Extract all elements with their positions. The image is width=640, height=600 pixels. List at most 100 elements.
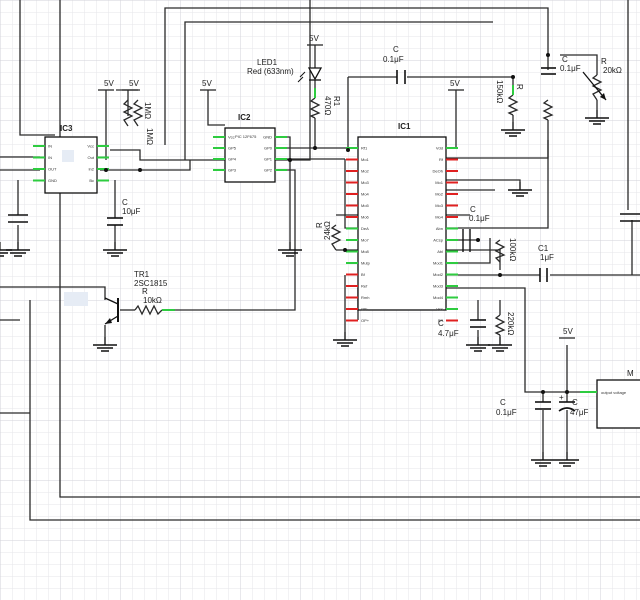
capacitor-01u-pot: C 0.1μF	[541, 55, 581, 75]
ic3-left-pin-label: GND	[48, 178, 57, 183]
ic1-right-pin-label: Rf	[439, 157, 444, 162]
resistor-220k: 220kΩ	[494, 312, 515, 336]
vcc-label: 5V	[309, 34, 319, 43]
r-1m-a-label: 1MΩ	[143, 102, 152, 119]
ic1-left-pin-label: Mo3	[361, 180, 370, 185]
c-ic1-ref-label: C	[470, 205, 476, 214]
ground-symbol	[278, 242, 302, 257]
ic1-left-pin-label: Rf1	[361, 146, 368, 151]
vcc-label: 5V	[563, 327, 573, 336]
ground-symbol	[585, 110, 609, 125]
ic3-right-pin-label: Out	[88, 155, 95, 160]
ic1-pins: Rf1Mo1Mo2Mo3Mo4Mo5Mo6DeAMo7Mo8MutpBfRefR…	[346, 146, 458, 323]
ic1-left-pin-label: Mo8	[361, 249, 370, 254]
ic1-left-pin-label: Mo1	[361, 157, 370, 162]
m-module: M output voltage	[580, 369, 640, 429]
ic2-right-pin-label: GP2	[264, 168, 273, 173]
ic1-right-pin-label: Mo2	[435, 192, 444, 197]
r1-ref-label: R1	[332, 96, 341, 107]
capacitor-01u-bottom: C 0.1μF	[496, 398, 551, 417]
r-150k-ref-label: R	[515, 84, 524, 90]
ic3-left-pin-label: OUT	[48, 167, 57, 172]
ground-symbol	[103, 242, 127, 257]
potentiometer-20k: R 20kΩ	[582, 57, 622, 101]
ic2-part-label: PIC 12F675	[235, 134, 257, 139]
capacitor-01u-top: C 0.1μF	[383, 45, 406, 84]
ic1-left-pin-label: Mo7	[361, 238, 370, 243]
ground-symbol	[501, 122, 525, 137]
ic1-right-pin-label: Mo1	[435, 180, 444, 185]
ic1-right-pin-label: Mod2	[433, 272, 444, 277]
supply-5v-ic3-b: 5V	[122, 79, 139, 91]
ic3-left-pin-label: IN	[48, 155, 52, 160]
r-10k-value-label: 10kΩ	[143, 296, 162, 305]
vcc-label: 5V	[202, 79, 212, 88]
ic1-right-pin-label: Mod3	[433, 284, 444, 289]
ground-symbol	[0, 242, 12, 257]
ic3-right-pin-label: In2	[88, 167, 94, 172]
ic3-label: IC3	[60, 124, 73, 133]
m-module-label: M	[627, 369, 634, 378]
r-10k-ref-label: R	[142, 287, 148, 296]
ic1-right-pin-label: Mo3	[435, 203, 444, 208]
c-top-ref-label: C	[393, 45, 399, 54]
c1-value-label: 1μF	[540, 253, 554, 262]
ground-symbol	[466, 337, 490, 352]
r-220k-value-label: 220kΩ	[506, 312, 515, 335]
vcc-label: 5V	[129, 79, 139, 88]
led1: LED1 Red (633nm)	[247, 58, 323, 83]
ic2-left-pin-label: GP3	[228, 168, 237, 173]
led1-ref-label: LED1	[257, 58, 278, 67]
ic1-right-pin-label: DeOh	[433, 169, 443, 174]
capacitor-left-edge	[8, 214, 28, 223]
capacitor-10u: C 10μF	[107, 198, 141, 226]
ic1-label: IC1	[398, 122, 411, 131]
pot-ref-label: R	[601, 57, 607, 66]
ic1-right-pin-label: SP	[438, 318, 444, 323]
ic1-left-pin-label: Mo6	[361, 215, 370, 220]
ic1-chip: IC1 Rf1Mo1Mo2Mo3Mo4Mo5Mo6DeAMo7Mo8MutpBf…	[346, 122, 458, 323]
c-bottom-ref-label: C	[500, 398, 506, 407]
r-100k-value-label: 100kΩ	[508, 238, 517, 261]
pot-value-label: 20kΩ	[603, 66, 622, 75]
ic2-left-pin-label: GP5	[228, 146, 237, 151]
ic1-left-pin-label: Rmh	[361, 295, 369, 300]
supply-5v-ic2: 5V	[200, 79, 216, 91]
capacitor-47u: + C 47μF	[558, 393, 589, 417]
vcc-label: 5V	[450, 79, 460, 88]
resistor-24k: R 24kΩ	[315, 221, 342, 251]
ic1-right-pin-label: Abl	[437, 249, 443, 254]
c-pot-ref-label: C	[562, 55, 568, 64]
c-10u-ref-label: C	[122, 198, 128, 207]
transistor-tr1: TR1 2SC1815	[64, 270, 168, 325]
r1-value-label: 470Ω	[323, 96, 332, 115]
c1-ref-label: C1	[538, 244, 549, 253]
ic1-left-pin-label: Mutp	[361, 261, 371, 266]
tr1-ref-label: TR1	[134, 270, 150, 279]
tr1-blurred-patch	[64, 292, 88, 306]
junctions	[104, 53, 569, 394]
c-47-value-label: 4.7μF	[438, 329, 459, 338]
ic3-right-pin-label: Vcc	[87, 144, 94, 149]
ic2-right-pin-label: GP1	[264, 157, 273, 162]
ic1-left-pin-label: Mo4	[361, 192, 370, 197]
ic1-left-pin-label: Ref	[361, 284, 368, 289]
ground-symbol	[555, 452, 579, 467]
r-24k-ref-label: R	[315, 222, 324, 228]
ic1-right-pin-label: Vss	[436, 307, 443, 312]
resistor-548	[542, 99, 554, 121]
ic2-label: IC2	[238, 113, 251, 122]
ground-symbol	[508, 182, 532, 197]
ic3-right-pin-label: Bc	[89, 178, 94, 183]
capacitor-47u-small: C 4.7μF	[438, 319, 486, 338]
ic2-left-pin-label: GP4	[228, 157, 237, 162]
ic2-right-pin-label: GP0	[264, 146, 273, 151]
resistor-10k: R 10kΩ	[134, 287, 175, 316]
ic2-left-pin-label: Vcc	[228, 135, 235, 140]
tr1-part-label: 2SC1815	[134, 279, 168, 288]
vcc-label: 5V	[104, 79, 114, 88]
